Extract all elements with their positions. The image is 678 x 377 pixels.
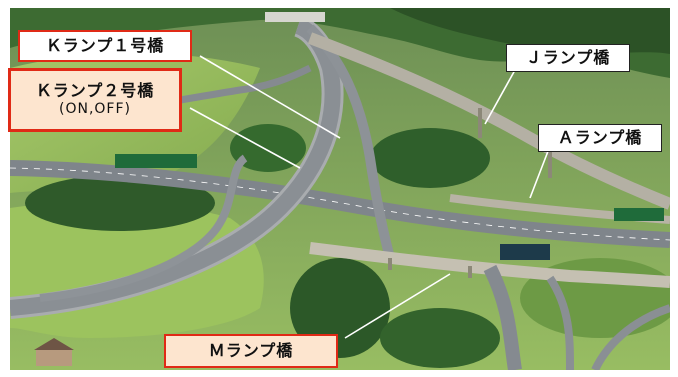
building-top: [265, 12, 325, 22]
house-bottom-left: [36, 348, 72, 366]
road-lower-right-a: [483, 264, 522, 370]
highway-sign-right: [614, 208, 664, 221]
leader-m-ramp: [344, 273, 451, 339]
road-lower-right-b: [546, 275, 574, 370]
k-ramp-deck: [10, 18, 341, 316]
label-k-ramp-2-subtext: (ON,OFF): [59, 101, 131, 118]
label-m-ramp-text: Ｍランプ橋: [208, 341, 294, 360]
label-j-ramp-text: Ｊランプ橋: [525, 48, 611, 67]
forest-patch-left: [25, 175, 215, 231]
road-lower-right-c: [591, 304, 670, 370]
label-a-ramp-text: Ａランプ橋: [557, 128, 643, 147]
forest-patch-bottom: [290, 258, 390, 358]
label-k-ramp-1-text: Ｋランプ１号橋: [45, 36, 165, 55]
house-roof: [34, 338, 74, 350]
expressway-lane-marking: [10, 167, 670, 241]
forest-patch-bottom-right: [380, 308, 500, 368]
forest-top-right: [390, 8, 670, 54]
j-ramp-bridge: [307, 32, 670, 210]
label-j-ramp: Ｊランプ橋: [506, 44, 630, 72]
leader-k-ramp-1: [199, 55, 341, 139]
leader-k-ramp-2: [189, 107, 301, 169]
label-k-ramp-1: Ｋランプ１号橋: [18, 30, 192, 62]
highway-sign-left: [115, 154, 197, 168]
forest-patch-mid: [370, 128, 490, 188]
ramp-center: [306, 24, 395, 260]
label-k-ramp-2: Ｋランプ２号橋 (ON,OFF): [8, 68, 182, 132]
label-a-ramp: Ａランプ橋: [538, 124, 662, 152]
label-m-ramp: Ｍランプ橋: [164, 334, 338, 368]
leader-a-ramp: [529, 145, 551, 199]
m-ramp-bridge: [309, 242, 670, 288]
overpass-screen: [500, 244, 550, 260]
k-ramp-2-bridge: [39, 154, 248, 302]
label-k-ramp-2-text: Ｋランプ２号橋: [35, 81, 155, 101]
leader-j-ramp: [484, 69, 516, 125]
